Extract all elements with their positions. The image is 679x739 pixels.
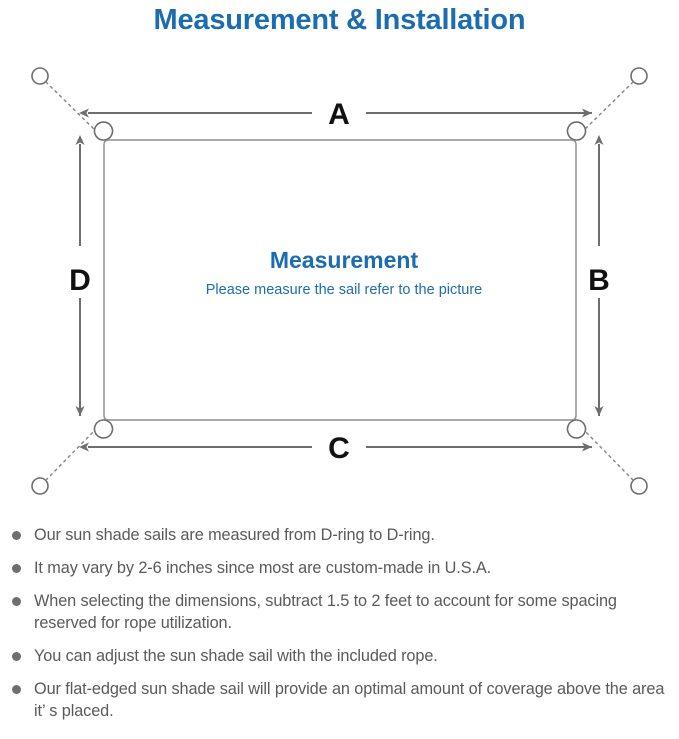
d-ring-top-right [566,121,587,141]
anchor-point-top-right [630,67,648,85]
d-ring-bottom-right [566,419,587,439]
dimension-label-d: D [69,264,91,297]
bullet-icon [12,564,21,573]
notes-list: Our sun shade sails are measured from D-… [0,524,679,733]
note-text: Our sun shade sails are measured from D-… [34,526,435,544]
note-text: When selecting the dimensions, subtract … [34,592,617,632]
rope-line-bottom-left [45,423,102,481]
note-text: You can adjust the sun shade sail with t… [34,647,438,665]
rope-line-bottom-right [577,423,634,481]
rope-line-top-left [45,81,102,137]
anchor-point-bottom-left [31,477,49,495]
dimension-label-a: A [328,98,350,131]
dimension-label-c: C [328,432,350,465]
anchor-point-top-left [31,67,49,85]
bullet-icon [12,597,21,606]
list-item: Our flat-edged sun shade sail will provi… [0,678,679,722]
page-title: Measurement & Installation [153,4,526,36]
sail-body [103,139,577,421]
note-text: It may vary by 2-6 inches since most are… [34,559,492,577]
list-item: It may vary by 2-6 inches since most are… [0,557,679,579]
anchor-point-bottom-right [630,477,648,495]
d-ring-bottom-left [93,419,114,439]
measurement-diagram: A C D B Measurement Please measure the s… [0,48,679,518]
list-item: When selecting the dimensions, subtract … [0,590,679,634]
d-ring-top-left [93,121,114,141]
bullet-icon [12,531,21,540]
note-text: Our flat-edged sun shade sail will provi… [34,680,665,720]
rope-line-top-right [577,81,634,137]
diagram-center-subheading: Please measure the sail refer to the pic… [206,282,482,298]
bullet-icon [12,652,21,661]
list-item: Our sun shade sails are measured from D-… [0,524,679,546]
dimension-label-b: B [588,264,610,297]
diagram-center-heading: Measurement [270,247,419,273]
bullet-icon [12,685,21,694]
list-item: You can adjust the sun shade sail with t… [0,645,679,667]
